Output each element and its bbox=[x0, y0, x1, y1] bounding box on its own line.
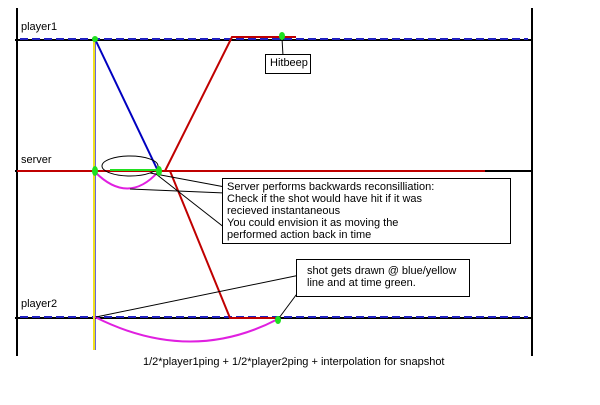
leader-line bbox=[95, 274, 301, 318]
player2-label: player2 bbox=[21, 298, 58, 310]
hitbeep-callout: Hitbeep bbox=[265, 54, 311, 74]
callout-line: Check if the shot would have hit if it w… bbox=[227, 193, 423, 205]
leader-line bbox=[149, 172, 226, 188]
green-marker bbox=[156, 166, 162, 176]
red-update-player2 bbox=[169, 170, 275, 319]
magenta-server-curve bbox=[94, 171, 159, 190]
callout-line: line and at time green. bbox=[307, 277, 416, 289]
callout-line: You could envision it as moving the bbox=[227, 217, 399, 229]
red-update-player1 bbox=[164, 36, 296, 172]
leader-line bbox=[281, 37, 284, 57]
player1-label: player1 bbox=[21, 21, 58, 33]
green-marker bbox=[92, 166, 98, 176]
callout-line: shot gets drawn @ blue/yellow bbox=[307, 265, 457, 277]
server-label: server bbox=[21, 154, 52, 166]
callout-line: recieved instantaneous bbox=[227, 205, 341, 217]
green-marker bbox=[275, 316, 281, 324]
hitbeep-text: Hitbeep bbox=[270, 57, 308, 69]
magenta-player2-curve bbox=[94, 316, 279, 343]
blue-shot-line bbox=[94, 38, 159, 172]
reconciliation-ellipse bbox=[101, 155, 159, 177]
green-marker bbox=[92, 36, 98, 42]
server-reconciliation-callout: Server performs backwards reconsilliatio… bbox=[222, 178, 511, 244]
callout-line: performed action back in time bbox=[227, 229, 372, 241]
callout-line: Server performs backwards reconsilliatio… bbox=[227, 181, 435, 193]
green-marker bbox=[279, 32, 285, 40]
latency-caption: 1/2*player1ping + 1/2*player2ping + inte… bbox=[143, 356, 445, 368]
leader-line bbox=[155, 173, 226, 229]
shot-drawn-callout: shot gets drawn @ blue/yellow line and a… bbox=[296, 259, 470, 297]
